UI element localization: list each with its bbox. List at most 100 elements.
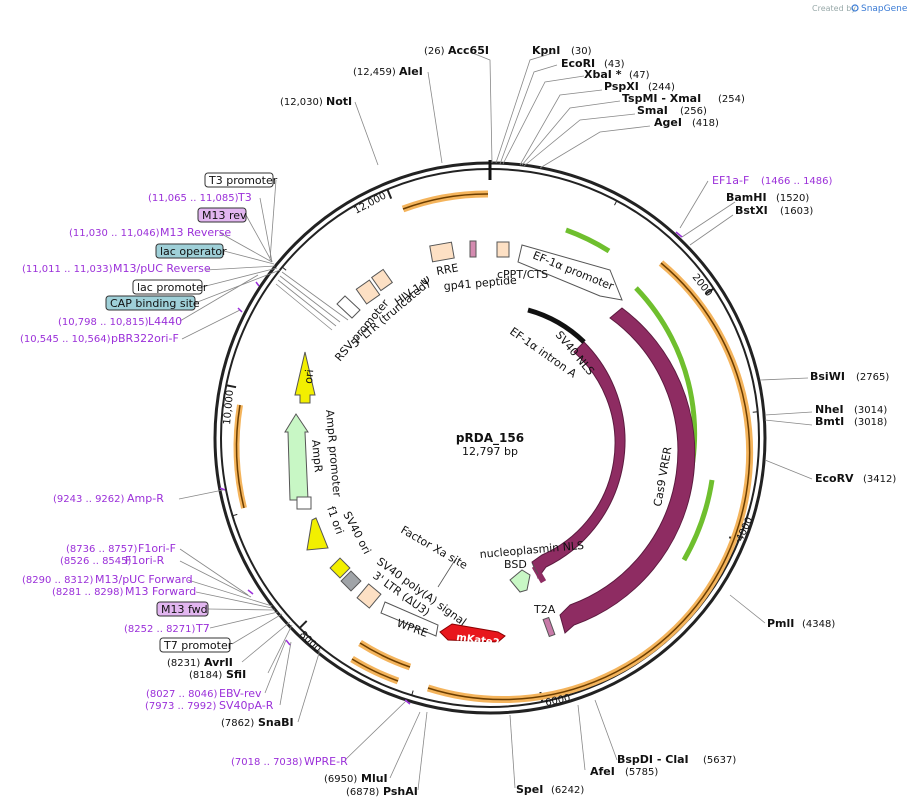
- primer-t3: T3: [237, 191, 252, 204]
- primer-sv40pa-r-pos: (7973 .. 7992): [145, 701, 217, 712]
- site-agei: AgeI: [654, 116, 682, 129]
- site-sfii-pos: (8184): [189, 670, 222, 681]
- box-lac-operator: [155, 243, 224, 259]
- factor-xa-leader: [437, 559, 456, 588]
- site-avrii-pos: (8231): [167, 658, 200, 669]
- boxed-labels: T3 promoter M13 rev lac operator lac pro…: [105, 172, 278, 653]
- site-afei: AfeI: [590, 765, 615, 778]
- site-pspxi: PspXI: [604, 80, 639, 93]
- site-snabi: SnaBI: [258, 716, 294, 729]
- site-pmli-pos: (4348): [802, 619, 835, 630]
- primer-markers: [219, 231, 683, 705]
- primer-m13-forward: M13 Forward: [125, 585, 196, 598]
- ltr3-box: [356, 583, 382, 609]
- primer-wpre-r-pos: (7018 .. 7038): [231, 757, 303, 768]
- feature-rre: RRE: [435, 261, 459, 278]
- label-cap-binding-site: CAP binding site: [110, 297, 200, 310]
- tick-mark: [411, 690, 414, 696]
- sv40-ori-box: [329, 557, 351, 579]
- feature-gp41: gp41 peptide: [443, 274, 517, 293]
- primer-pbr322ori-f-pos: (10,545 .. 10,564): [20, 334, 111, 345]
- tick-label-12000: 12,000: [352, 191, 388, 217]
- site-ecorv-pos: (3412): [863, 474, 896, 485]
- box-t7-promoter: [159, 637, 231, 653]
- primer-m13-reverse: M13 Reverse: [160, 226, 231, 239]
- site-acc65i-pos: (26): [424, 46, 445, 57]
- primer-wpre-r: WPRE-R: [304, 755, 348, 768]
- site-smai-pos: (256): [680, 106, 707, 117]
- np-nls-leader: [531, 562, 539, 575]
- feature-sv40-ori: SV40 ori: [340, 509, 373, 556]
- primer-t7-pos: (8252 .. 8271): [124, 624, 196, 635]
- primer-m13-puc-forward-pos: (8290 .. 8312): [22, 575, 94, 586]
- site-smai: SmaI: [637, 104, 668, 117]
- sv40-polya-box: [340, 570, 362, 592]
- site-bstxi-pos: (1603): [780, 206, 813, 217]
- gp41-box: [469, 240, 477, 258]
- green-track-short: [681, 479, 715, 562]
- ef1a-intron-arc: [527, 307, 586, 344]
- site-bamhi-pos: (1520): [776, 193, 809, 204]
- f1-ori-arrow: [306, 517, 329, 551]
- site-alei-pos: (12,459): [353, 67, 396, 78]
- site-agei-pos: (418): [692, 118, 719, 129]
- site-tspmi-xmai: TspMI - XmaI: [622, 92, 701, 105]
- primer-m13-puc-reverse: M13/pUC Reverse: [113, 262, 211, 275]
- primer-t3-pos: (11,065 .. 11,085): [148, 193, 239, 204]
- primer-f1ori-r-pos: (8526 .. 8545): [60, 556, 132, 567]
- primer-pbr322ori-f: pBR322ori-F: [111, 332, 179, 345]
- tick-mark: [232, 513, 238, 517]
- primer-ef1a-f: EF1a-F: [712, 174, 749, 187]
- site-kpni: KpnI: [532, 44, 560, 57]
- primer-m13-reverse-pos: (11,030 .. 11,046): [69, 228, 160, 239]
- primer-l4440: L4440: [148, 315, 182, 328]
- site-bamhi: BamHI: [726, 191, 767, 204]
- site-ecorv: EcoRV: [815, 472, 854, 485]
- label-lac-promoter: lac promoter: [137, 281, 208, 294]
- site-bmti-pos: (3018): [854, 417, 887, 428]
- feature-ampr-promoter: AmpR promoter: [323, 409, 344, 498]
- primer-f1ori-r: F1ori-R: [125, 554, 165, 567]
- rre-box: [429, 241, 455, 263]
- box-t3-promoter: [204, 172, 274, 188]
- site-afei-pos: (5785): [625, 767, 658, 778]
- site-pshai: PshAI: [383, 785, 418, 798]
- feature-bsd: BSD: [504, 558, 527, 571]
- green-track-ef1a: [565, 227, 611, 254]
- ampr-arrow: [284, 413, 309, 501]
- site-pshai-pos: (6878): [346, 787, 379, 798]
- site-bsiwi: BsiWI: [810, 370, 845, 383]
- orange-track-main-line: [427, 262, 751, 701]
- site-ecori: EcoRI: [561, 57, 595, 70]
- site-tspmi-pos: (254): [718, 94, 745, 105]
- site-bstxi: BstXI: [735, 204, 768, 217]
- ef1a-promoter-arrow: [517, 244, 623, 301]
- site-noti-pos: (12,030): [280, 97, 323, 108]
- site-nhei-pos: (3014): [854, 405, 887, 416]
- plasmid-name: pRDA_156: [456, 431, 524, 446]
- feature-ori: ori: [302, 369, 316, 384]
- site-acc65i: Acc65I: [448, 44, 489, 57]
- bsd-arrow: [509, 569, 531, 593]
- feature-cppt-cts: cPPT/CTS: [497, 268, 548, 281]
- site-bspdi-clai: BspDI - ClaI: [617, 753, 689, 766]
- orange-track-8000a-line: [359, 642, 411, 668]
- orange-track-8000a: [358, 640, 412, 671]
- feature-leaders: [178, 179, 709, 761]
- mkate2-arrow: [439, 623, 506, 643]
- site-mlui-pos: (6950): [324, 774, 357, 785]
- primer-ebv-rev: EBV-rev: [219, 687, 262, 700]
- orange-track-group: [233, 190, 754, 704]
- label-t3-promoter: T3 promoter: [208, 174, 278, 187]
- primer-amp-r-pos: (9243 .. 9262): [53, 494, 125, 505]
- label-lac-operator: lac operator: [160, 245, 227, 258]
- feature-ampr: AmpR: [309, 439, 325, 473]
- tick-mark: [226, 384, 237, 389]
- rsv-arrow: [336, 295, 361, 319]
- site-bsiwi-pos: (2765): [856, 372, 889, 383]
- orange-track-8000b-line: [351, 658, 399, 682]
- tick-mark: [704, 287, 715, 295]
- primer-sv40pa-r: SV40pA-R: [219, 699, 274, 712]
- primer-labels: EF1a-F (1466 .. 1486) WPRE-R (7018 .. 70…: [20, 174, 833, 768]
